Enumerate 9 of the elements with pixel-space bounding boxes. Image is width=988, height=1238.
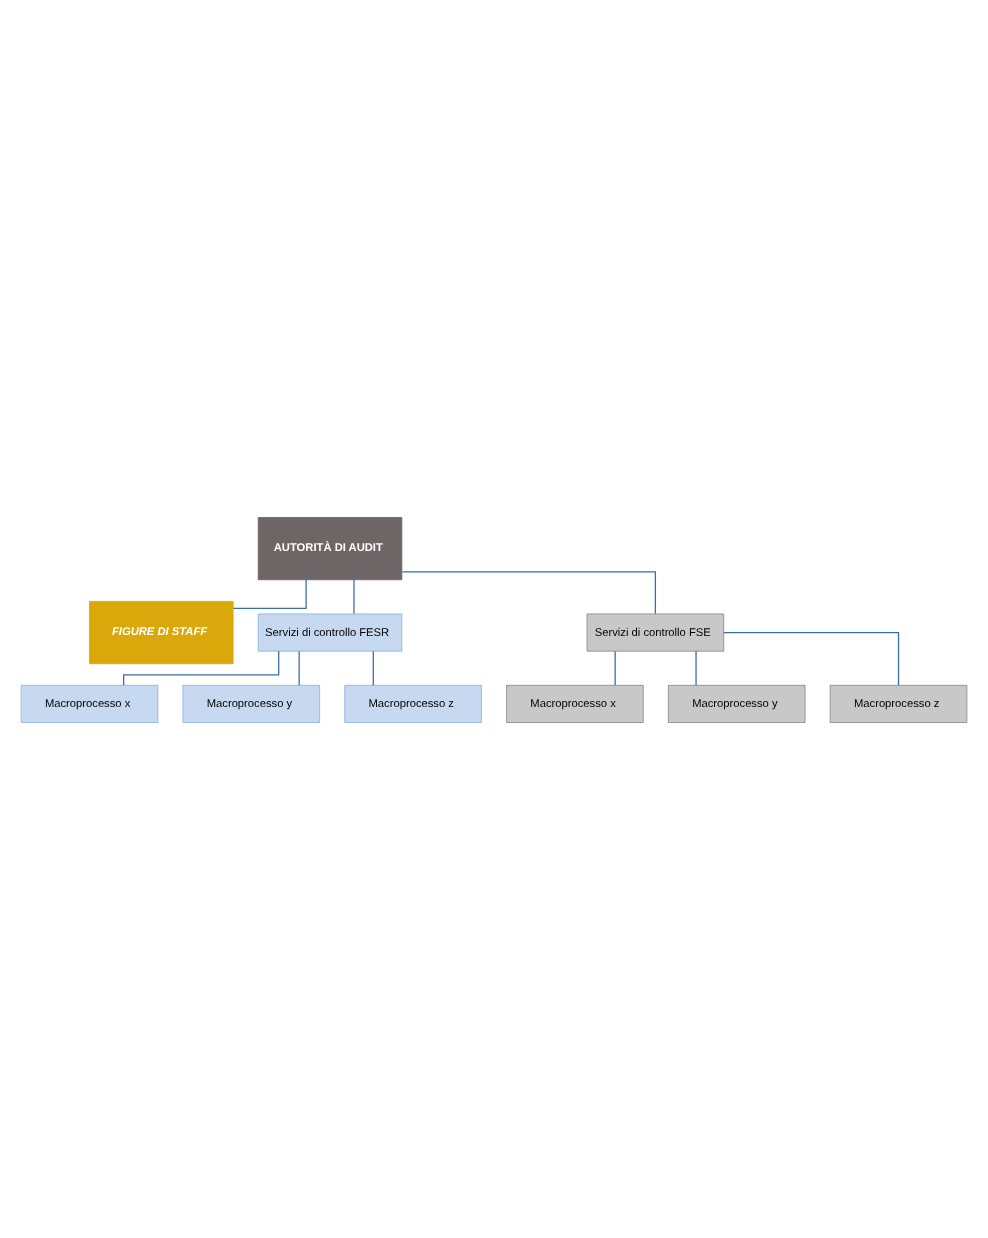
connector (353, 578, 355, 614)
connector (372, 649, 374, 685)
connector (723, 630, 900, 685)
connector (695, 649, 697, 685)
connector (401, 570, 657, 614)
connector (298, 649, 300, 685)
connector (614, 649, 616, 685)
connector (123, 649, 280, 685)
connector (232, 578, 307, 608)
